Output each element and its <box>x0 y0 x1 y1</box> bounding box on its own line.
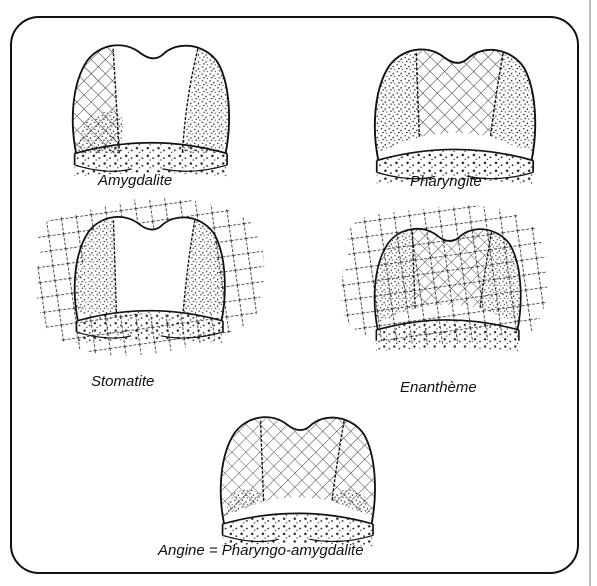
figure-pharyngite <box>375 49 536 184</box>
caption-angine: Angine = Pharyngo-amygdalite <box>158 542 364 559</box>
caption-enantheme: Enanthème <box>400 379 477 396</box>
caption-amygdalite: Amygdalite <box>98 172 172 189</box>
figure-amygdalite <box>73 45 230 176</box>
caption-stomatite: Stomatite <box>91 373 154 390</box>
figure-enantheme <box>341 205 548 352</box>
caption-pharyngite: Pharyngite <box>410 173 482 190</box>
figure-stomatite <box>36 198 264 355</box>
figure-angine <box>221 417 376 547</box>
